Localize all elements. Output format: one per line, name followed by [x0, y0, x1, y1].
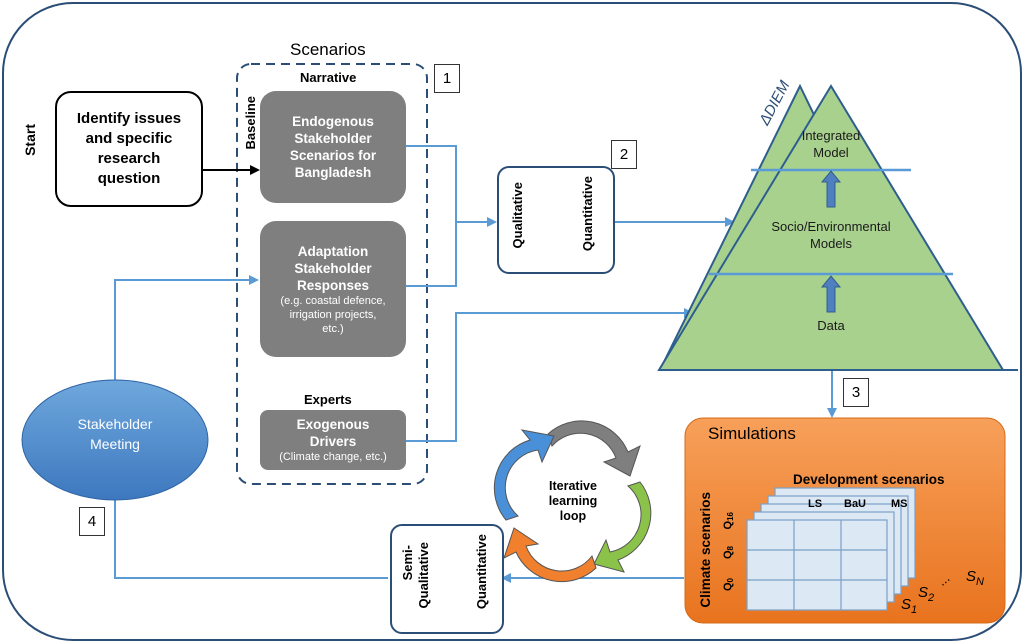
narrative-label: Narrative: [300, 70, 357, 85]
semi-label-2: Qualitative: [416, 542, 431, 609]
endogenous-line-4: Bangladesh: [294, 165, 372, 180]
qualitative-label: Qualitative: [510, 182, 525, 249]
loop-line-3: loop: [559, 509, 587, 523]
identify-line-1: Identify issues: [76, 110, 182, 127]
identify-line-4: question: [97, 170, 161, 187]
exogenous-box: Exogenous Drivers (Climate change, etc.): [260, 410, 406, 470]
scenario-grid-stack: [746, 487, 916, 611]
connector-endogenous: [404, 145, 497, 227]
semi-quant-box: [390, 524, 504, 634]
endogenous-line-3: Scenarios for: [289, 148, 377, 163]
climate-row-q8: Q8: [722, 546, 735, 559]
stack-s2-sub: 2: [928, 592, 935, 604]
identify-issues-box: Identify issues and specific research qu…: [55, 91, 203, 207]
qual-quant-box: [497, 166, 615, 274]
adaptation-note-3: etc.): [322, 322, 344, 335]
climate-row-q8-letter: Q: [722, 550, 734, 560]
step-3-box: 3: [843, 378, 869, 407]
semi-quantitative-label: Quantitative: [474, 534, 489, 610]
stakeholder-line-1: Stakeholder: [77, 416, 153, 432]
iterative-loop-arrows: [493, 420, 652, 583]
baseline-label: Baseline: [243, 96, 258, 150]
climate-row-q16-sub: 16: [726, 512, 736, 521]
connector-stakeholder-to-adaptation: [114, 275, 259, 382]
climate-row-q16: Q16: [722, 512, 735, 529]
dev-scenarios-title: Development scenarios: [793, 472, 945, 487]
adaptation-line-3: Responses: [296, 277, 370, 293]
identify-line-3: research: [97, 150, 161, 167]
scenarios-dashed-box: [236, 63, 428, 485]
pyramid-middle-line-2: Models: [810, 236, 852, 251]
quantitative-label: Quantitative: [580, 176, 595, 252]
stack-sn: SN: [966, 568, 984, 588]
climate-row-q16-letter: Q: [722, 520, 734, 530]
exogenous-line-1: Exogenous: [296, 417, 370, 432]
connector-adaptation: [404, 222, 457, 287]
endogenous-line-2: Stakeholder: [294, 131, 372, 146]
adaptation-line-1: Adaptation: [297, 243, 369, 259]
dev-col-ms: MS: [891, 498, 908, 510]
endogenous-line-1: Endogenous: [292, 114, 374, 129]
climate-row-q0-sub: 0: [726, 578, 736, 583]
stack-sn-letter: S: [966, 568, 977, 585]
start-label: Start: [22, 124, 38, 156]
pyramid-middle-label: Socio/Environmental Models: [746, 218, 916, 252]
scenarios-title: Scenarios: [290, 40, 366, 59]
connector-exogenous: [404, 308, 694, 442]
semi-label-1: Semi-: [400, 545, 415, 581]
pyramid-top-label: Integrated Model: [781, 127, 881, 161]
step-2-box: 2: [611, 140, 637, 169]
stack-s1: S1: [901, 596, 917, 616]
climate-row-q0-letter: Q: [722, 582, 734, 592]
stack-sn-sub: N: [976, 576, 984, 588]
pyramid-top-line-2: Model: [813, 145, 849, 160]
pyramid-bottom-label: Data: [817, 318, 845, 333]
pyramid-up-arrow-1: [820, 170, 842, 208]
simulations-title: Simulations: [708, 424, 796, 443]
pyramid-middle-line-1: Socio/Environmental: [771, 219, 891, 234]
endogenous-box: Endogenous Stakeholder Scenarios for Ban…: [260, 91, 406, 203]
pyramid-up-arrow-2: [820, 275, 842, 313]
adaptation-note-1: (e.g. coastal defence,: [280, 294, 386, 307]
adaptation-box: Adaptation Stakeholder Responses (e.g. c…: [260, 221, 406, 357]
identify-line-2: and specific: [85, 130, 173, 147]
step-4-box: 4: [79, 507, 105, 536]
adaptation-note-2: irrigation projects,: [289, 308, 377, 321]
dev-col-bau: BaU: [844, 498, 867, 510]
experts-label: Experts: [304, 392, 352, 407]
loop-line-2: learning: [548, 494, 598, 508]
stack-s2: S2: [918, 584, 934, 604]
exogenous-note: (Climate change, etc.): [279, 451, 387, 463]
stakeholder-label: Stakeholder Meeting: [40, 414, 190, 454]
loop-label: Iterative learning loop: [538, 479, 608, 524]
loop-line-1: Iterative: [549, 479, 597, 493]
climate-row-q0: Q0: [722, 578, 735, 591]
stack-s1-sub: 1: [911, 604, 918, 616]
stack-s2-letter: S: [918, 584, 929, 601]
connector-semi-to-stakeholder: [114, 498, 388, 579]
step-1-box: 1: [434, 64, 460, 93]
stakeholder-line-2: Meeting: [90, 436, 140, 452]
pyramid-fill: [657, 84, 1005, 371]
dev-col-ls: LS: [808, 498, 823, 510]
climate-row-q8-sub: 8: [726, 546, 736, 551]
pyramid-top-line-1: Integrated: [801, 128, 861, 143]
adaptation-line-2: Stakeholder: [294, 260, 372, 276]
exogenous-line-2: Drivers: [309, 434, 357, 449]
stakeholder-ellipse: [21, 379, 209, 501]
stack-s1-letter: S: [901, 596, 912, 613]
climate-scenarios-title: Climate scenarios: [698, 492, 713, 608]
